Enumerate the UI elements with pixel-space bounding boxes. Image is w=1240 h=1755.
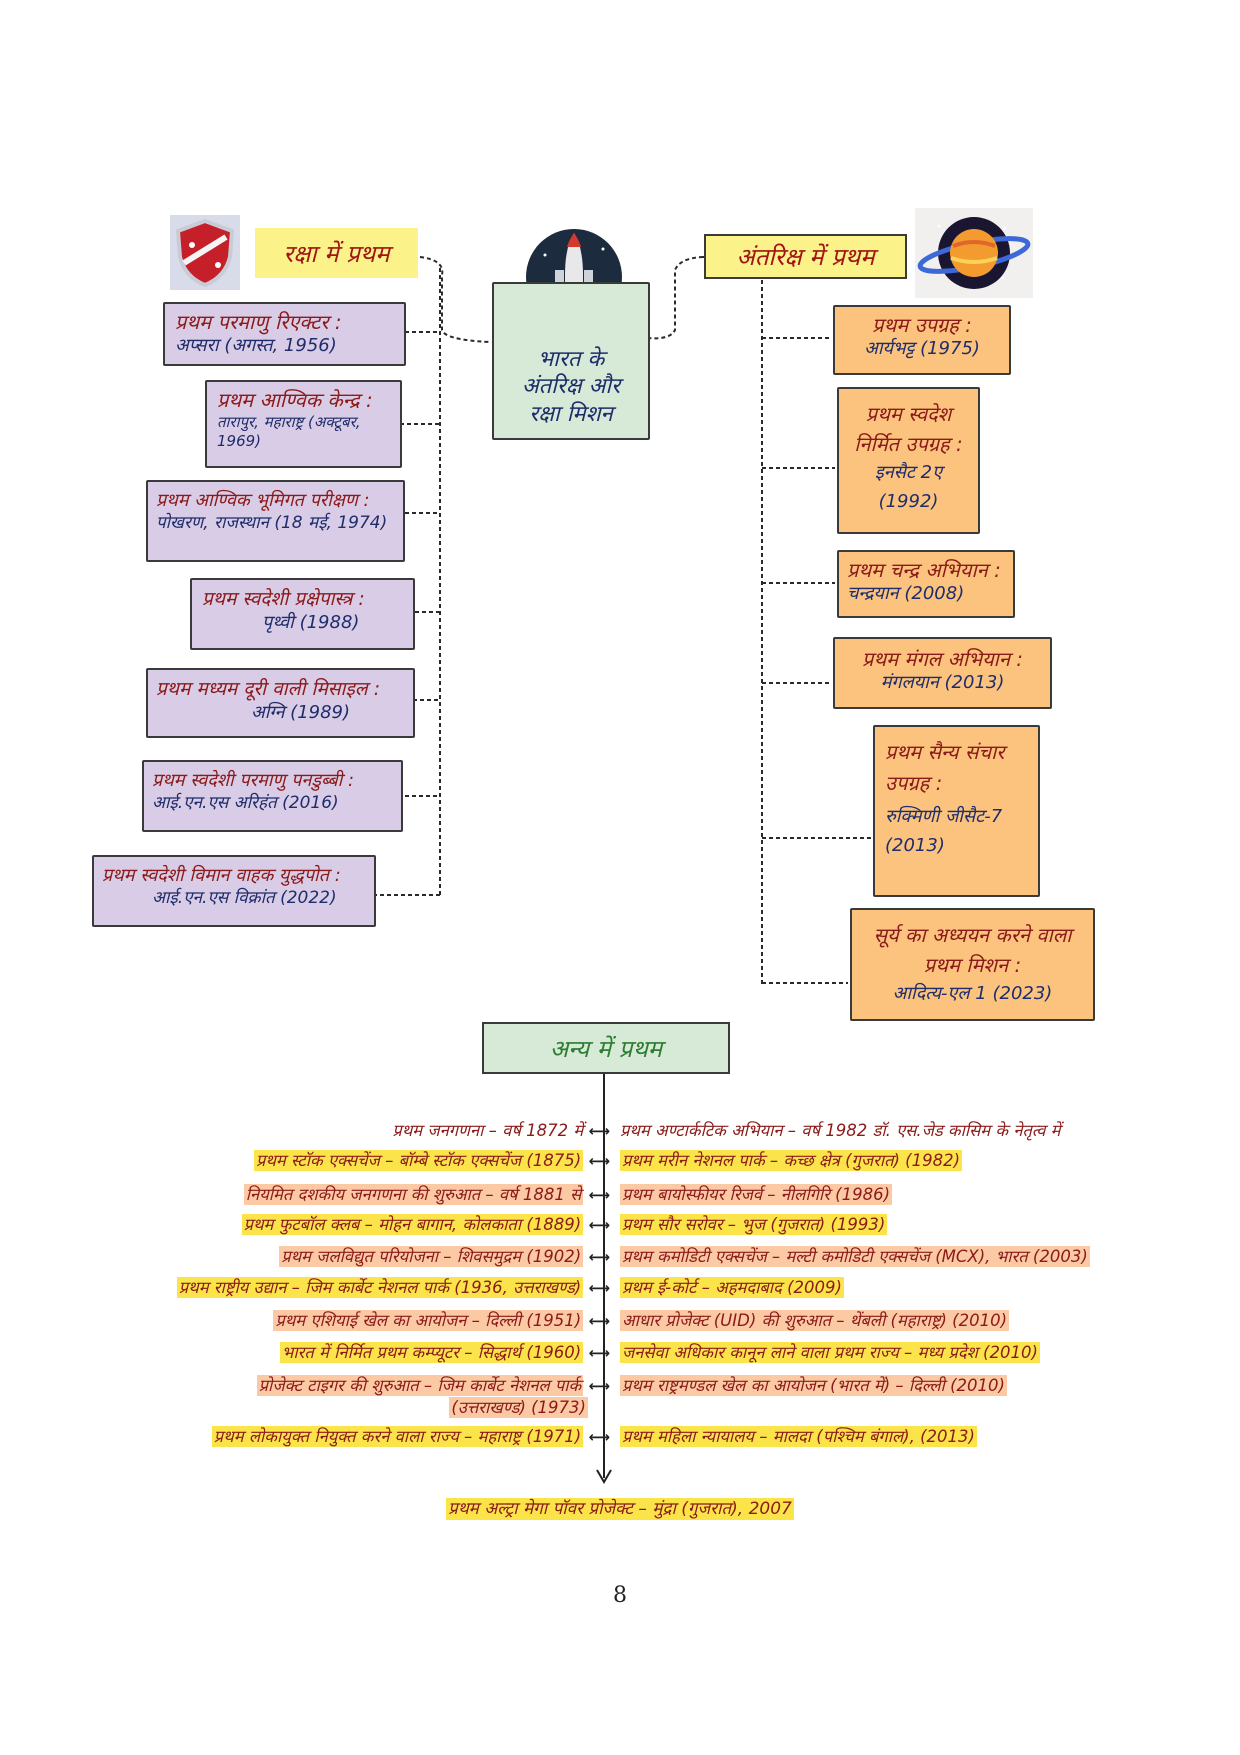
row-10-left: प्रथम लोकायुक्त नियुक्त करने वाला राज्य …	[211, 1426, 584, 1447]
saturn-icon	[915, 208, 1033, 298]
row-9-left: प्रोजेक्ट टाइगर की शुरुआत – जिम कार्बेट …	[256, 1375, 584, 1396]
defense-item-5-title: प्रथम मध्यम दूरी वाली मिसाइल :	[156, 678, 381, 700]
page-number: 8	[613, 1583, 627, 1608]
defense-item-7-value: आई.एन.एस विक्रांत (2022)	[152, 887, 337, 908]
row-3-right: प्रथम बायोस्फीयर रिजर्व – नीलगिरि (1986)	[620, 1184, 893, 1205]
row-9-left-cont: (उत्तराखण्ड) (1973)	[449, 1397, 588, 1418]
space-item-2-value: इनसैट 2ए (1992)	[874, 462, 943, 512]
defense-item-1-value: अप्सरा (अगस्त, 1956)	[175, 335, 337, 356]
row-8-right: जनसेवा अधिकार कानून लाने वाला प्रथम राज्…	[620, 1342, 1040, 1363]
defense-item-3-title: प्रथम आण्विक भूमिगत परीक्षण :	[156, 490, 370, 511]
row-8-left: भारत में निर्मित प्रथम कम्प्यूटर – सिद्ध…	[279, 1342, 584, 1363]
defense-item-3-value: पोखरण, राजस्थान (18 मई, 1974)	[156, 512, 388, 533]
defense-item-1-title: प्रथम परमाणु रिएक्टर :	[175, 310, 342, 334]
space-item-4: प्रथम मंगल अभियान : मंगलयान (2013)	[833, 637, 1052, 709]
row-4-right: प्रथम सौर सरोवर – भुज (गुजरात) (1993)	[620, 1214, 888, 1235]
defense-title: रक्षा में प्रथम	[255, 228, 418, 278]
defense-item-6-value: आई.एन.एस अरिहंत (2016)	[152, 792, 339, 813]
defense-item-3: प्रथम आण्विक भूमिगत परीक्षण : पोखरण, राज…	[146, 480, 405, 562]
other-bottom: प्रथम अल्ट्रा मेगा पॉवर प्रोजेक्ट – मुंद…	[0, 1498, 1240, 1520]
defense-item-6-title: प्रथम स्वदेशी परमाणु पनडुब्बी :	[152, 770, 355, 791]
space-item-2-title: प्रथम स्वदेश निर्मित उपग्रह :	[854, 402, 963, 456]
space-item-5-value: रुक्मिणी जीसैट-7 (2013)	[885, 806, 1003, 856]
space-item-3-value: चन्द्रयान (2008)	[847, 583, 965, 604]
row-4-left: प्रथम फुटबॉल क्लब – मोहन बागान, कोलकाता …	[241, 1214, 584, 1235]
center-box: भारत के अंतरिक्ष और रक्षा मिशन	[492, 282, 650, 440]
row-7-left: प्रथम एशियाई खेल का आयोजन – दिल्ली (1951…	[273, 1310, 584, 1331]
space-item-6: सूर्य का अध्ययन करने वाला प्रथम मिशन : आ…	[850, 908, 1095, 1021]
center-line-3: रक्षा मिशन	[529, 401, 613, 427]
defense-item-7: प्रथम स्वदेशी विमान वाहक युद्धपोत : आई.ए…	[92, 855, 376, 927]
row-2-right: प्रथम मरीन नेशनल पार्क – कच्छ क्षेत्र (ग…	[620, 1150, 963, 1171]
center-line-1: भारत के	[537, 346, 605, 372]
space-item-5: प्रथम सैन्य संचार उपग्रह : रुक्मिणी जीसै…	[873, 725, 1040, 897]
row-10-right: प्रथम महिला न्यायालय – मालदा (पश्चिम बंग…	[620, 1426, 977, 1447]
space-item-6-value: आदित्य-एल 1 (2023)	[892, 983, 1053, 1004]
row-6-right: प्रथम ई-कोर्ट – अहमदाबाद (2009)	[620, 1277, 844, 1298]
row-9-right: प्रथम राष्ट्रमण्डल खेल का आयोजन (भारत मे…	[620, 1375, 1007, 1396]
defense-item-4-title: प्रथम स्वदेशी प्रक्षेपास्त्र :	[202, 588, 365, 610]
row-3-left: नियमित दशकीय जनगणना की शुरुआत – वर्ष 188…	[243, 1184, 584, 1205]
other-title: अन्य में प्रथम	[482, 1022, 730, 1074]
shield-icon	[170, 215, 240, 290]
row-6-left: प्रथम राष्ट्रीय उद्यान – जिम कार्बेट नेश…	[176, 1277, 584, 1298]
row-2-left: प्रथम स्टॉक एक्सचेंज – बॉम्बे स्टॉक एक्स…	[253, 1150, 584, 1171]
other-bottom-text: प्रथम अल्ट्रा मेगा पॉवर प्रोजेक्ट – मुंद…	[446, 1498, 794, 1520]
space-item-1-title: प्रथम उपग्रह :	[872, 313, 972, 337]
row-1-left: प्रथम जनगणना – वर्ष 1872 में	[392, 1121, 584, 1140]
defense-item-4: प्रथम स्वदेशी प्रक्षेपास्त्र : पृथ्वी (1…	[190, 578, 415, 650]
space-item-1: प्रथम उपग्रह : आर्यभट्ट (1975)	[833, 305, 1011, 375]
defense-item-7-title: प्रथम स्वदेशी विमान वाहक युद्धपोत :	[102, 865, 341, 886]
space-item-5-title: प्रथम सैन्य संचार उपग्रह :	[885, 740, 1005, 795]
defense-item-2-value: तारापुर, महाराष्ट्र (अक्टूबर, 1969)	[217, 413, 361, 450]
space-item-4-title: प्रथम मंगल अभियान :	[861, 647, 1024, 671]
defense-item-5-value: अग्नि (1989)	[251, 701, 351, 723]
row-5-left: प्रथम जलविद्युत परियोजना – शिवसमुद्रम (1…	[279, 1246, 584, 1267]
defense-item-4-value: पृथ्वी (1988)	[262, 611, 360, 633]
center-line-2: अंतरिक्ष और	[521, 374, 621, 399]
row-7-right: आधार प्रोजेक्ट (UID) की शुरुआत – थेंबली …	[620, 1310, 1010, 1331]
space-item-4-value: मंगलयान (2013)	[880, 672, 1005, 693]
defense-item-1: प्रथम परमाणु रिएक्टर : अप्सरा (अगस्त, 19…	[163, 302, 406, 366]
space-item-2: प्रथम स्वदेश निर्मित उपग्रह : इनसैट 2ए (…	[837, 387, 980, 534]
defense-item-6: प्रथम स्वदेशी परमाणु पनडुब्बी : आई.एन.एस…	[142, 760, 403, 832]
space-item-3-title: प्रथम चन्द्र अभियान :	[847, 558, 1001, 582]
defense-item-2: प्रथम आण्विक केन्द्र : तारापुर, महाराष्ट…	[205, 380, 402, 468]
space-title: अंतरिक्ष में प्रथम	[704, 234, 907, 279]
space-item-3: प्रथम चन्द्र अभियान : चन्द्रयान (2008)	[837, 550, 1015, 618]
defense-item-2-title: प्रथम आण्विक केन्द्र :	[217, 388, 373, 412]
defense-item-5: प्रथम मध्यम दूरी वाली मिसाइल : अग्नि (19…	[146, 668, 415, 738]
row-1-right: प्रथम अण्टार्कटिक अभियान – वर्ष 1982 डॉ.…	[620, 1121, 1061, 1140]
row-5-right: प्रथम कमोडिटी एक्सचेंज – मल्टी कमोडिटी ए…	[620, 1246, 1090, 1267]
space-item-6-title: सूर्य का अध्ययन करने वाला प्रथम मिशन :	[873, 923, 1072, 977]
space-item-1-value: आर्यभट्ट (1975)	[864, 338, 980, 359]
